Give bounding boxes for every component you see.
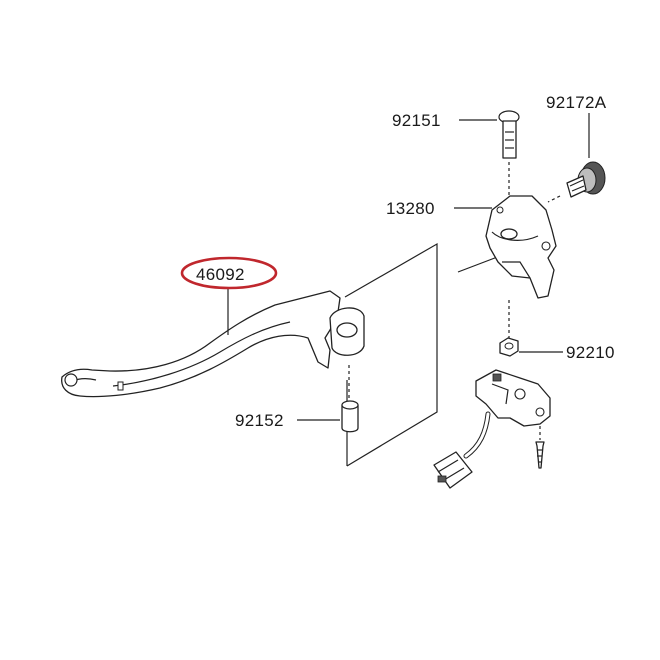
part-number-label-92210: 92210 <box>566 343 615 362</box>
clutch-lever-part[interactable] <box>61 290 365 398</box>
part-number-label-92151: 92151 <box>392 111 441 130</box>
leader-lines <box>227 113 590 421</box>
collar-part[interactable] <box>341 365 359 433</box>
clutch-switch-part[interactable] <box>433 369 551 489</box>
part-number-label-46092: 46092 <box>196 265 245 284</box>
highlight-circle <box>180 256 278 290</box>
adjuster-part[interactable] <box>547 161 606 203</box>
lever-bracket-part[interactable] <box>485 195 557 338</box>
part-number-label-92152: 92152 <box>235 411 284 430</box>
assembly-frame <box>344 242 501 467</box>
part-number-label-92172a: 92172A <box>546 93 607 112</box>
nut-part[interactable] <box>499 337 519 357</box>
bolt-part[interactable] <box>498 110 520 196</box>
part-number-label-13280: 13280 <box>386 199 435 218</box>
